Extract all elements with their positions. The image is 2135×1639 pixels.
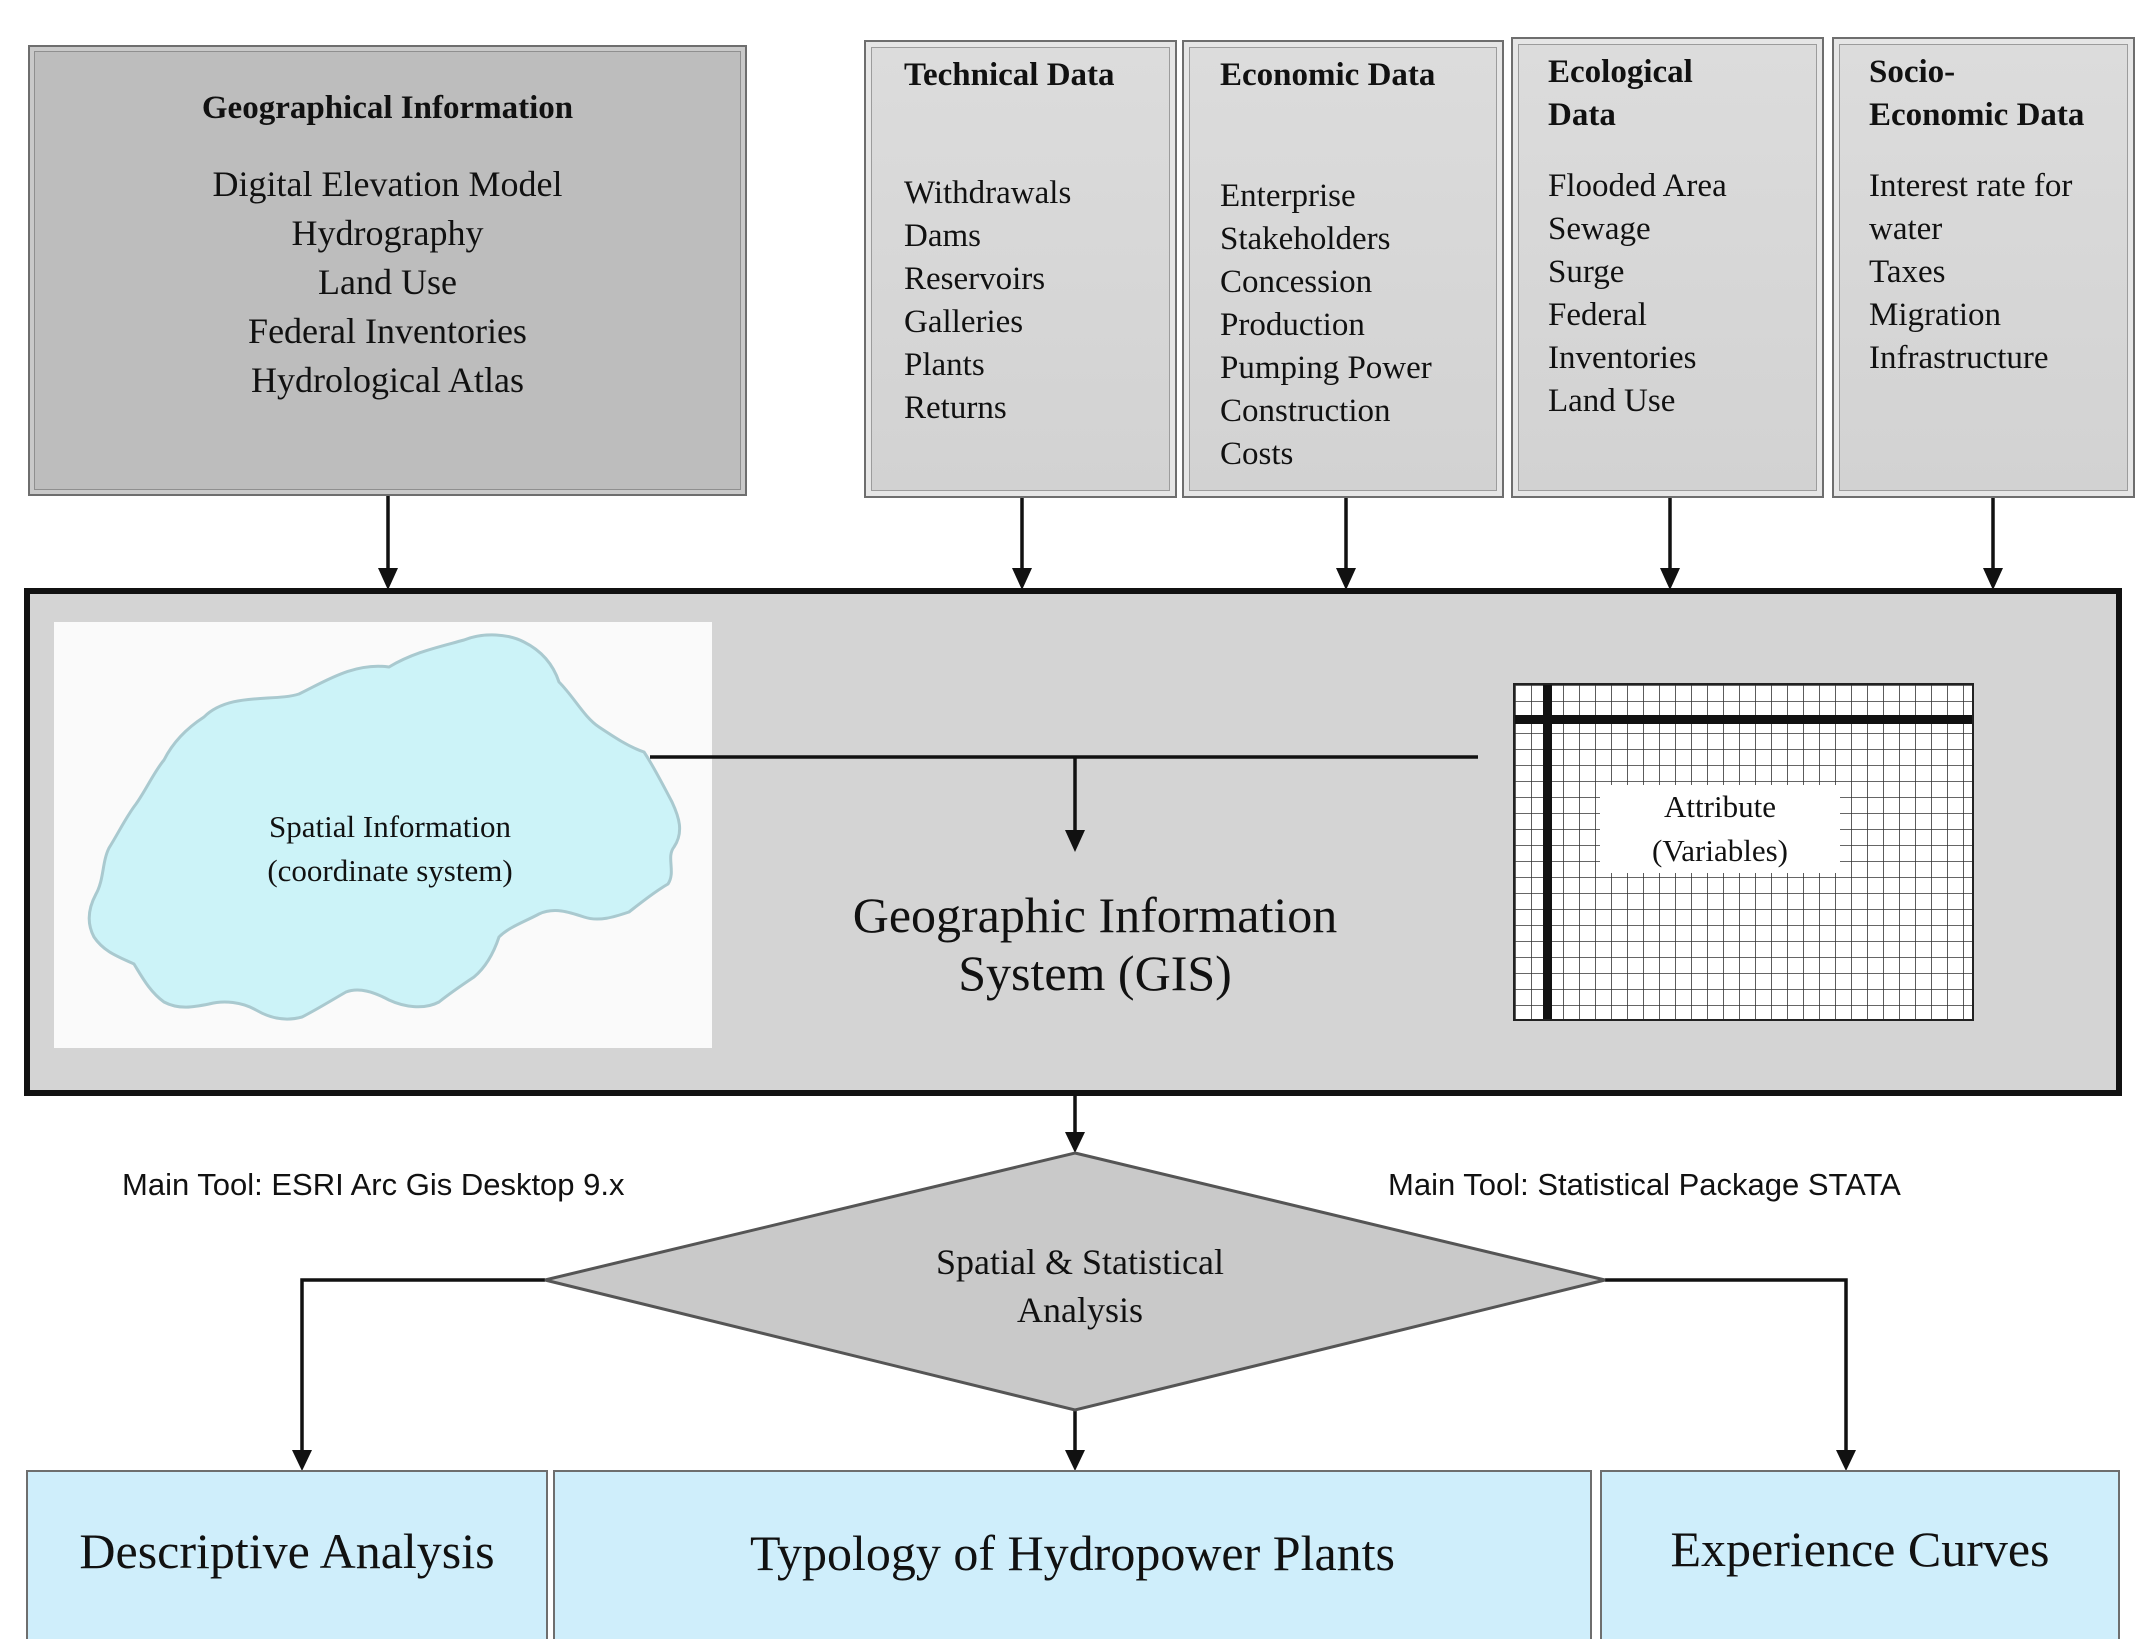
geographical-information-box: Geographical Information Digital Elevati…: [28, 45, 747, 496]
ecological-item: Inventories: [1548, 340, 1697, 376]
technical-item: Dams: [904, 218, 981, 254]
geographical-item: Digital Elevation Model: [212, 164, 563, 204]
arrowhead-geo: [378, 568, 398, 590]
arrowhead-typology: [1065, 1450, 1085, 1471]
socio-item: Interest rate for: [1869, 168, 2073, 204]
technical-data-box: Technical Data Withdrawals Dams Reservoi…: [864, 40, 1177, 498]
technical-items: Withdrawals Dams Reservoirs Galleries Pl…: [904, 172, 1175, 430]
economic-item: Production: [1220, 307, 1365, 343]
technical-title: Technical Data: [904, 57, 1115, 93]
socio-title-line1: Socio-: [1869, 54, 1956, 90]
attribute-label: Attribute (Variables): [1600, 785, 1840, 873]
gis-title-line2: System (GIS): [958, 945, 1232, 1001]
typology-label: Typology of Hydropower Plants: [749, 1525, 1396, 1581]
ecological-items: Flooded Area Sewage Surge Federal Invent…: [1548, 165, 1822, 423]
gis-title-line1: Geographic Information: [852, 887, 1338, 943]
spatial-information-label: Spatial Information (coordinate system): [230, 805, 550, 893]
economic-data-box: Economic Data Enterprise Stakeholders Co…: [1182, 40, 1504, 498]
socio-item: Infrastructure: [1869, 340, 2049, 376]
analysis-label: Spatial & Statistical Analysis: [880, 1238, 1280, 1334]
switzerland-map-icon: [87, 633, 682, 1021]
attribute-table-grid: [1513, 683, 1974, 1021]
analysis-line1: Spatial & Statistical: [936, 1242, 1224, 1282]
geographical-item: Land Use: [318, 262, 457, 302]
technical-item: Returns: [904, 390, 1007, 426]
experience-curves-label: Experience Curves: [1670, 1521, 2050, 1577]
economic-item: Concession: [1220, 264, 1373, 300]
arrow-to-experience: [1605, 1278, 1848, 1466]
economic-title: Economic Data: [1220, 57, 1436, 93]
socio-title-line2: Economic Data: [1869, 97, 2085, 133]
socio-item: Taxes: [1869, 254, 1946, 290]
arrowhead-experience: [1836, 1450, 1856, 1471]
ecological-title-line1: Ecological: [1548, 54, 1693, 90]
socio-item: Migration: [1869, 297, 2001, 333]
typology-box: Typology of Hydropower Plants: [553, 1470, 1592, 1639]
geographical-items: Digital Elevation Model Hydrography Land…: [30, 160, 745, 405]
ecological-item: Land Use: [1548, 383, 1676, 419]
spatial-line1: Spatial Information: [269, 809, 511, 844]
ecological-title-line2: Data: [1548, 97, 1616, 133]
technical-item: Galleries: [904, 304, 1024, 340]
economic-item: Enterprise: [1220, 178, 1356, 214]
descriptive-analysis-label: Descriptive Analysis: [79, 1523, 495, 1579]
attribute-line2: (Variables): [1652, 833, 1788, 868]
ecological-data-box: Ecological Data Flooded Area Sewage Surg…: [1511, 37, 1824, 498]
technical-item: Plants: [904, 347, 985, 383]
ecological-item: Federal: [1548, 297, 1647, 333]
arrowhead-gis-down: [1065, 830, 1085, 852]
arrowhead-econ: [1336, 568, 1356, 590]
economic-item: Pumping Power: [1220, 350, 1432, 386]
economic-items: Enterprise Stakeholders Concession Produ…: [1220, 175, 1502, 476]
arrowhead-tech: [1012, 568, 1032, 590]
analysis-line2: Analysis: [1017, 1290, 1143, 1330]
main-tool-left: Main Tool: ESRI Arc Gis Desktop 9.x: [122, 1167, 625, 1202]
gis-title: Geographic Information System (GIS): [780, 886, 1410, 1002]
ecological-item: Sewage: [1548, 211, 1651, 247]
arrowhead-eco: [1660, 568, 1680, 590]
economic-item: Costs: [1220, 436, 1294, 472]
descriptive-analysis-box: Descriptive Analysis: [26, 1470, 548, 1639]
arrowhead-analysis: [1065, 1132, 1085, 1153]
attribute-line1: Attribute: [1664, 789, 1776, 824]
spatial-line2: (coordinate system): [267, 853, 513, 888]
arrow-to-descriptive: [300, 1278, 545, 1466]
arrowhead-socio: [1983, 568, 2003, 590]
socio-item: water: [1869, 211, 1943, 247]
geographical-item: Hydrological Atlas: [251, 360, 524, 400]
economic-item: Construction: [1220, 393, 1391, 429]
socio-items: Interest rate for water Taxes Migration …: [1869, 165, 2133, 380]
technical-item: Reservoirs: [904, 261, 1046, 297]
economic-item: Stakeholders: [1220, 221, 1391, 257]
analysis-diamond: [544, 1151, 1606, 1412]
geographical-title: Geographical Information: [201, 90, 574, 126]
ecological-item: Surge: [1548, 254, 1625, 290]
technical-item: Withdrawals: [904, 175, 1072, 211]
main-tool-right: Main Tool: Statistical Package STATA: [1388, 1167, 1901, 1202]
arrowhead-descriptive: [292, 1450, 312, 1471]
ecological-item: Flooded Area: [1548, 168, 1727, 204]
experience-curves-box: Experience Curves: [1600, 1470, 2120, 1639]
geographical-item: Federal Inventories: [248, 311, 527, 351]
geographical-item: Hydrography: [291, 213, 484, 253]
map-panel: [54, 622, 712, 1048]
socio-economic-data-box: Socio- Economic Data Interest rate for w…: [1832, 37, 2135, 498]
